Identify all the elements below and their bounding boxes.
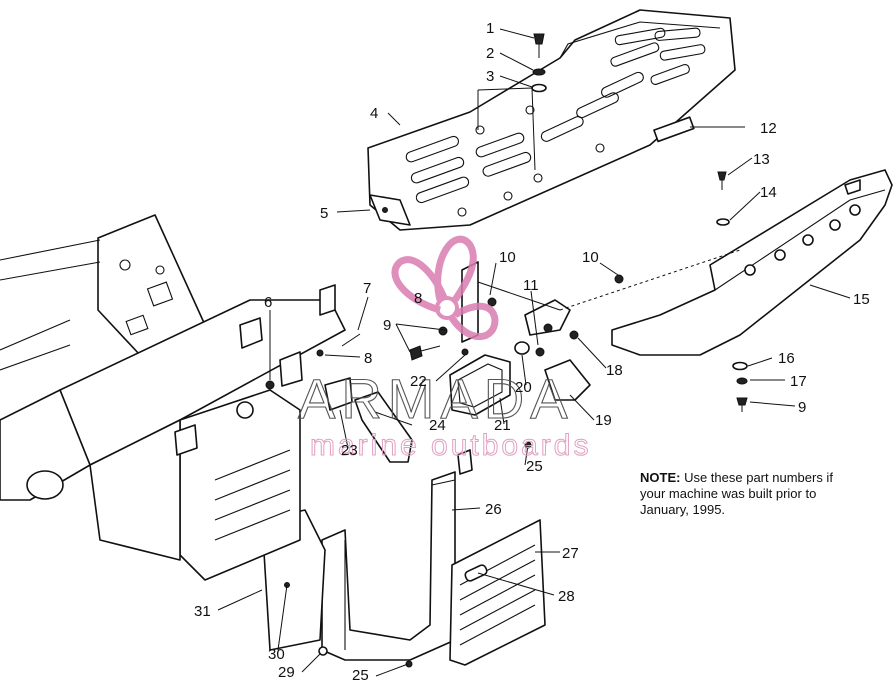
callout-15: 15 xyxy=(853,291,870,308)
callout-26: 26 xyxy=(485,501,502,518)
callout-29: 29 xyxy=(278,664,295,681)
note-box: NOTE: Use these part numbers if your mac… xyxy=(640,470,855,518)
callout-numbers: 1 2 3 4 5 6 7 8 8 9 10 10 11 12 13 14 15… xyxy=(194,20,870,682)
callout-19: 19 xyxy=(595,412,612,429)
callout-7: 7 xyxy=(363,280,371,297)
callout-25a: 25 xyxy=(526,458,543,475)
small-bracket xyxy=(369,194,411,226)
callout-8a: 8 xyxy=(364,350,372,367)
bumper-bolt-upper xyxy=(716,171,730,226)
callout-6: 6 xyxy=(264,294,272,311)
callout-27: 27 xyxy=(562,545,579,562)
decal-strip xyxy=(653,116,695,143)
hitch-brackets xyxy=(461,249,741,401)
callout-5: 5 xyxy=(320,205,328,222)
watermark-logo xyxy=(391,235,499,341)
frame-hardware xyxy=(405,326,532,668)
mud-flap xyxy=(449,519,546,666)
callout-17: 17 xyxy=(790,373,807,390)
rack-plate xyxy=(367,9,736,231)
harness-bracket xyxy=(324,377,413,463)
callout-9b: 9 xyxy=(798,399,806,416)
callout-25b: 25 xyxy=(352,667,369,682)
callout-16: 16 xyxy=(778,350,795,367)
bumper-bolt-lower xyxy=(732,361,748,412)
callout-10b: 10 xyxy=(582,249,599,266)
callout-12: 12 xyxy=(760,120,777,137)
callout-30: 30 xyxy=(268,646,285,663)
callout-13: 13 xyxy=(753,151,770,168)
callout-23: 23 xyxy=(341,442,358,459)
callout-10a: 10 xyxy=(499,249,516,266)
callout-9a: 9 xyxy=(383,317,391,334)
guard-frame xyxy=(321,449,473,661)
frame-chassis xyxy=(0,214,361,581)
callout-4: 4 xyxy=(370,105,378,122)
callout-8b: 8 xyxy=(414,290,422,307)
watermark-tagline: marine outboards xyxy=(310,429,591,462)
callout-22: 22 xyxy=(410,373,427,390)
note-text: Use these part numbers if your machine w… xyxy=(640,470,833,517)
callout-31: 31 xyxy=(194,603,211,620)
tail-light xyxy=(449,341,530,416)
callout-1: 1 xyxy=(486,20,494,37)
watermark-brand: ARMADA xyxy=(298,367,574,430)
callout-28: 28 xyxy=(558,588,575,605)
leader-lines xyxy=(217,28,851,677)
callout-3: 3 xyxy=(486,68,494,85)
callout-2: 2 xyxy=(486,45,494,62)
callout-18: 18 xyxy=(606,362,623,379)
callout-21: 21 xyxy=(494,417,511,434)
note-label: NOTE: xyxy=(640,470,681,485)
callout-11: 11 xyxy=(523,277,539,294)
callout-20: 20 xyxy=(515,379,532,396)
rear-bumper xyxy=(611,169,893,356)
callout-24: 24 xyxy=(429,417,446,434)
callout-14: 14 xyxy=(760,184,777,201)
